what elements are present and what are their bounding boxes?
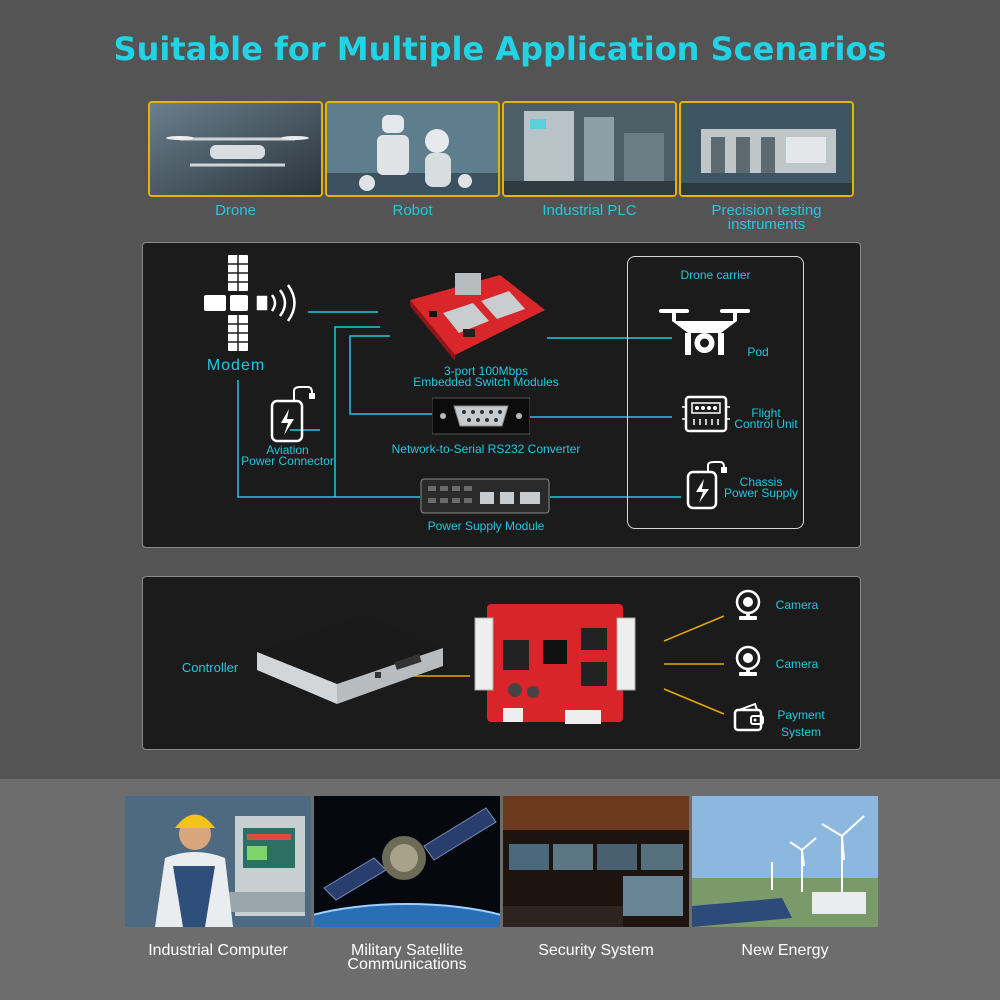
- camera-label-2: Camera: [775, 657, 819, 671]
- precision-testing-photo: [681, 103, 852, 195]
- drone-photo: [150, 103, 321, 195]
- switch-module-board-image: [410, 273, 545, 361]
- application-photo-military-satellite[interactable]: [314, 796, 500, 927]
- page-title: Suitable for Multiple Application Scenar…: [113, 30, 887, 68]
- controller-label: Controller: [181, 660, 239, 675]
- switch-module-label: 3-port 100Mbps Embedded Switch Modules: [413, 364, 559, 389]
- aviation-connector-label: Aviation Power Connector: [241, 443, 334, 468]
- drone-icon: [659, 309, 750, 355]
- application-photo-industrial-computer[interactable]: [125, 796, 311, 927]
- payment-system-label: Payment System: [777, 708, 825, 739]
- camera-label-1: Camera: [775, 598, 819, 612]
- plc-photo: [504, 103, 675, 195]
- drone-carrier-box: [627, 256, 804, 529]
- scenario-card-plc[interactable]: [502, 101, 677, 197]
- security-system-photo: [503, 796, 689, 927]
- application-photo-new-energy[interactable]: [692, 796, 878, 927]
- chassis-power-label: Chassis Power Supply: [723, 475, 799, 500]
- application-label-new-energy: New Energy: [741, 942, 829, 959]
- satellite-modem-icon: [204, 255, 296, 351]
- rs232-converter-image: [432, 397, 530, 435]
- application-photo-security-system[interactable]: [503, 796, 689, 927]
- power-supply-module-image: [420, 478, 550, 514]
- controller-box-image: [257, 614, 443, 704]
- scenario-label-plc: Industrial PLC: [542, 202, 637, 219]
- application-label-industrial-computer: Industrial Computer: [148, 942, 288, 959]
- camera-icon: [735, 645, 761, 676]
- military-satellite-photo: [314, 796, 500, 927]
- industrial-computer-photo: [125, 796, 311, 927]
- new-energy-photo: [692, 796, 878, 927]
- scenario-label-drone: Drone: [215, 202, 256, 219]
- robot-photo: [327, 103, 498, 195]
- modem-label: Modem: [206, 357, 266, 374]
- flight-control-unit-icon: [682, 395, 730, 433]
- scenario-card-drone[interactable]: [148, 101, 323, 197]
- application-label-military-satellite: Military Satellite Communications: [347, 942, 467, 973]
- chassis-battery-icon: [686, 461, 727, 510]
- camera-icon: [735, 589, 761, 620]
- scenario-label-robot: Robot: [392, 202, 433, 219]
- pod-label: Pod: [747, 345, 769, 359]
- wallet-icon: [733, 702, 764, 732]
- scenario-label-precision-testing: Precision testing instruments: [711, 202, 822, 233]
- scenario-card-robot[interactable]: [325, 101, 500, 197]
- flight-control-unit-label: Flight Control Unit: [734, 406, 798, 431]
- application-label-security-system: Security System: [538, 942, 654, 959]
- battery-charge-icon: [270, 386, 315, 443]
- power-supply-module-label: Power Supply Module: [427, 519, 545, 533]
- red-switch-board-image: [474, 604, 636, 724]
- scenario-card-precision-testing[interactable]: [679, 101, 854, 197]
- drone-carrier-title: Drone carrier: [680, 268, 751, 282]
- rs232-converter-label: Network-to-Serial RS232 Converter: [391, 442, 581, 456]
